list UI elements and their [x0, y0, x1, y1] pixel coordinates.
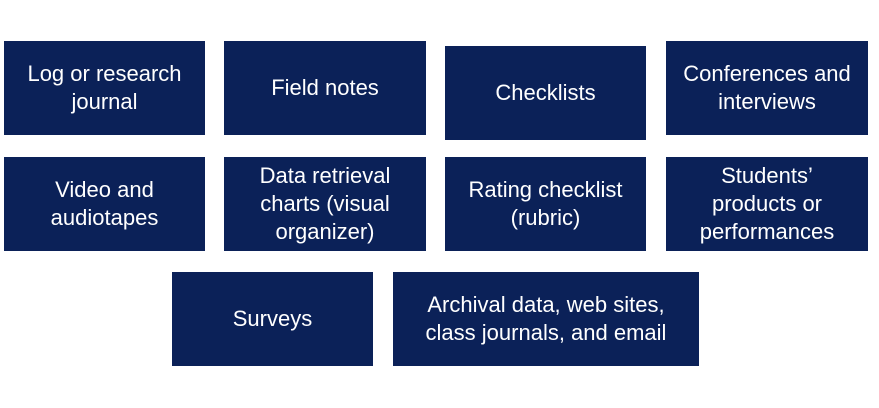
box-data-retrieval-charts: Data retrieval charts (visual organizer): [224, 157, 426, 251]
box-log-or-research-journal: Log or research journal: [4, 41, 205, 135]
box-surveys: Surveys: [172, 272, 373, 366]
box-video-and-audiotapes: Video and audiotapes: [4, 157, 205, 251]
box-checklists: Checklists: [445, 46, 646, 140]
box-rating-checklist: Rating checklist (rubric): [445, 157, 646, 251]
box-conferences-and-interviews: Conferences and interviews: [666, 41, 868, 135]
box-field-notes: Field notes: [224, 41, 426, 135]
box-archival-data: Archival data, web sites, class journals…: [393, 272, 699, 366]
box-students-products: Students’ products or performances: [666, 157, 868, 251]
